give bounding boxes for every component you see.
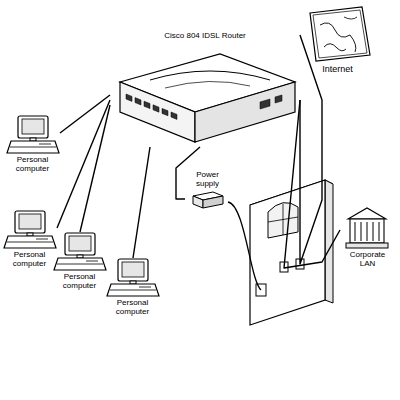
node-label: Personal computer <box>52 272 107 290</box>
icon-holder <box>340 205 395 250</box>
wall-side <box>325 180 333 303</box>
drawing-part <box>275 95 282 103</box>
drawing-part <box>110 287 156 290</box>
window-frame <box>268 204 298 235</box>
cable-connector <box>300 35 322 264</box>
drawing-part <box>162 108 168 115</box>
router-icon <box>110 42 300 147</box>
drawing-part <box>60 95 110 133</box>
drawing-part <box>355 222 379 241</box>
cable-connector <box>80 105 110 232</box>
drawing-part <box>19 214 41 229</box>
drawing-part <box>18 116 48 138</box>
drawing-part <box>54 258 106 270</box>
drawing-part <box>144 101 150 108</box>
drawing-part <box>284 100 340 268</box>
drawing-part <box>57 100 110 228</box>
drawing-part <box>7 239 53 242</box>
drawing-part <box>300 35 322 264</box>
drawing-part <box>195 82 295 142</box>
drawing-part <box>120 54 295 112</box>
power-supply: Power supply <box>185 170 230 210</box>
cable-connector <box>60 95 110 133</box>
drawing-part <box>22 119 44 134</box>
drawing-part <box>15 211 45 233</box>
icon-holder <box>185 188 230 210</box>
node-label: Personal computer <box>2 250 57 268</box>
personal-computer: Personal computer <box>2 210 57 268</box>
node-label: Cisco 804 IDSL Router <box>110 30 300 42</box>
node-label: Personal computer <box>105 298 160 316</box>
personal-computer: Personal computer <box>105 258 160 316</box>
power-icon <box>185 188 230 210</box>
drawing-part <box>324 44 346 51</box>
drawing-part <box>126 94 132 101</box>
drawing-part <box>171 112 177 119</box>
drawing-part <box>7 141 59 153</box>
icon-holder <box>5 115 60 155</box>
power-cord <box>228 202 261 290</box>
internet-icon <box>300 5 375 63</box>
cable-connector <box>284 100 340 268</box>
drawing-part <box>69 236 91 251</box>
personal-computer: Personal computer <box>5 115 60 173</box>
drawing-part <box>153 105 159 112</box>
drawing-part <box>350 219 384 243</box>
pc-icon <box>52 232 107 272</box>
icon-holder <box>52 232 107 272</box>
drawing-part <box>118 259 148 281</box>
icon-holder <box>300 5 375 63</box>
node-label: Internet <box>300 63 375 75</box>
drawing-part <box>57 261 103 264</box>
drawing-part <box>133 147 150 258</box>
drawing-part <box>122 262 144 277</box>
wall-window <box>268 203 298 238</box>
corporate-building: Corporate LAN <box>340 205 395 268</box>
drawing-part <box>346 243 388 248</box>
internet-map: Internet <box>300 5 375 75</box>
drawing-part <box>320 23 356 52</box>
drawing-part <box>193 196 203 208</box>
drawing-part <box>348 208 386 219</box>
drawing-part <box>150 71 270 80</box>
icon-holder <box>2 210 57 250</box>
cable-connector <box>57 100 110 228</box>
pc-icon <box>105 258 160 298</box>
wall-face <box>250 180 325 325</box>
drawing-part <box>65 233 95 255</box>
drawing-part <box>10 144 56 147</box>
node-label: Power supply <box>185 170 230 188</box>
drawing-part <box>203 196 223 208</box>
drawing-part <box>80 105 110 232</box>
icon-holder <box>105 258 160 298</box>
node-label: Personal computer <box>5 155 60 173</box>
drawing-part <box>344 17 357 19</box>
drawing-part <box>165 81 250 88</box>
drawing-part <box>310 7 370 61</box>
node-label: Corporate LAN <box>340 250 395 268</box>
pc-icon <box>5 115 60 155</box>
pc-icon <box>2 210 57 250</box>
personal-computer: Personal computer <box>52 232 107 290</box>
drawing-part <box>4 236 56 248</box>
drawing-part <box>120 82 195 142</box>
drawing-part <box>135 98 141 105</box>
lan-icon <box>340 205 395 250</box>
drawing-part <box>260 99 270 109</box>
drawing-part <box>107 284 159 296</box>
icon-holder <box>110 42 300 147</box>
router-device: Cisco 804 IDSL Router <box>110 30 300 147</box>
cable-connector <box>133 147 150 258</box>
drawing-part <box>313 10 367 58</box>
